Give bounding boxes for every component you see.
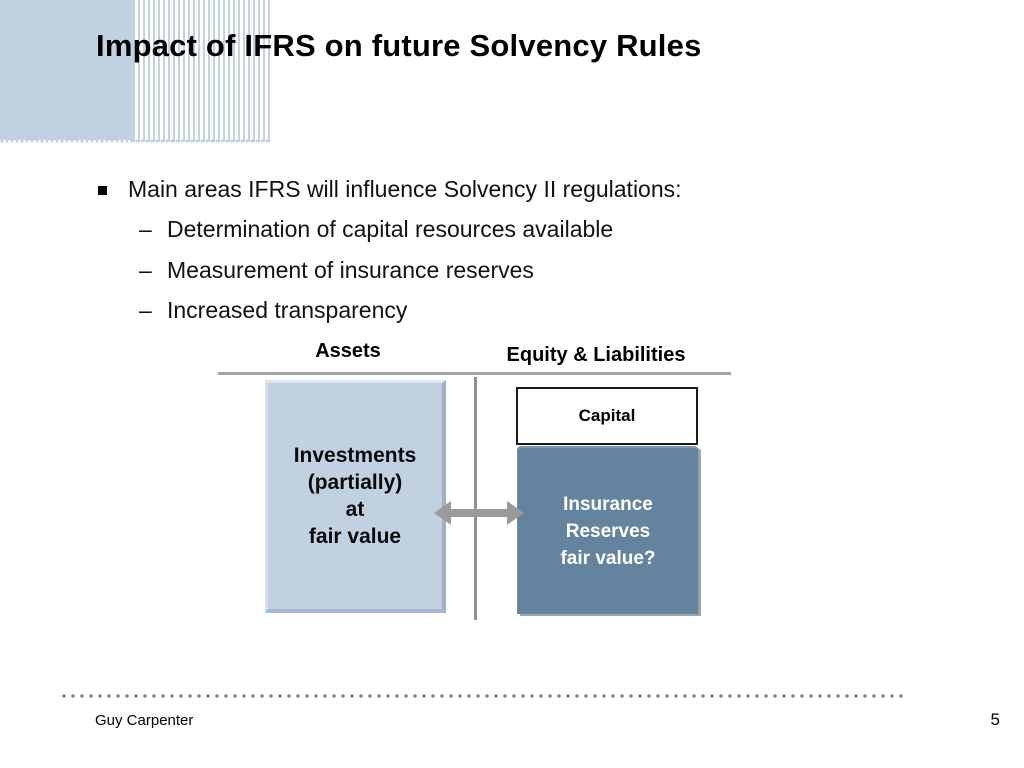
investments-box: Investments (partially) at fair value (265, 380, 446, 613)
slide-title: Impact of IFRS on future Solvency Rules (96, 28, 702, 63)
assets-column-header: Assets (315, 340, 381, 362)
double-arrow-icon (434, 497, 524, 529)
footer-brand: Guy Carpenter (95, 712, 194, 729)
balance-sheet-top-line (218, 372, 731, 375)
investments-box-line: at (345, 498, 365, 521)
footer-dotted-divider (62, 693, 908, 699)
sub-bullet-text: Determination of capital resources avail… (167, 216, 614, 242)
investments-box-line: fair value (308, 525, 402, 548)
header-dotted-fringe (0, 139, 271, 144)
balance-sheet-divider-line (474, 377, 477, 620)
reserves-box-line: fair value? (560, 547, 656, 569)
insurance-reserves-box: Insurance Reserves fair value? (517, 446, 698, 614)
sub-bullet-item: – Increased transparency (139, 297, 839, 324)
main-bullet-text: Main areas IFRS will influence Solvency … (128, 176, 682, 202)
investments-box-line: (partially) (307, 471, 403, 494)
investments-box-line: Investments (293, 444, 417, 467)
equity-liabilities-column-header: Equity & Liabilities (506, 344, 686, 366)
sub-bullet-text: Increased transparency (167, 297, 408, 323)
reserves-box-line: Reserves (565, 520, 651, 542)
header-solid-block (0, 0, 133, 140)
sub-bullet-item: – Measurement of insurance reserves (139, 257, 839, 284)
sub-bullet-text: Measurement of insurance reserves (167, 257, 534, 283)
main-bullet-item: Main areas IFRS will influence Solvency … (96, 176, 876, 203)
reserves-box-line: Insurance (563, 493, 653, 515)
dash-bullet-icon: – (139, 257, 152, 283)
header-stripe-pattern (133, 0, 271, 142)
square-bullet-icon (98, 186, 107, 195)
dash-bullet-icon: – (139, 216, 152, 242)
sub-bullet-item: – Determination of capital resources ava… (139, 216, 839, 243)
capital-box: Capital (516, 387, 698, 445)
capital-box-label: Capital (578, 406, 636, 425)
page-number: 5 (990, 710, 1000, 729)
dash-bullet-icon: – (139, 297, 152, 323)
